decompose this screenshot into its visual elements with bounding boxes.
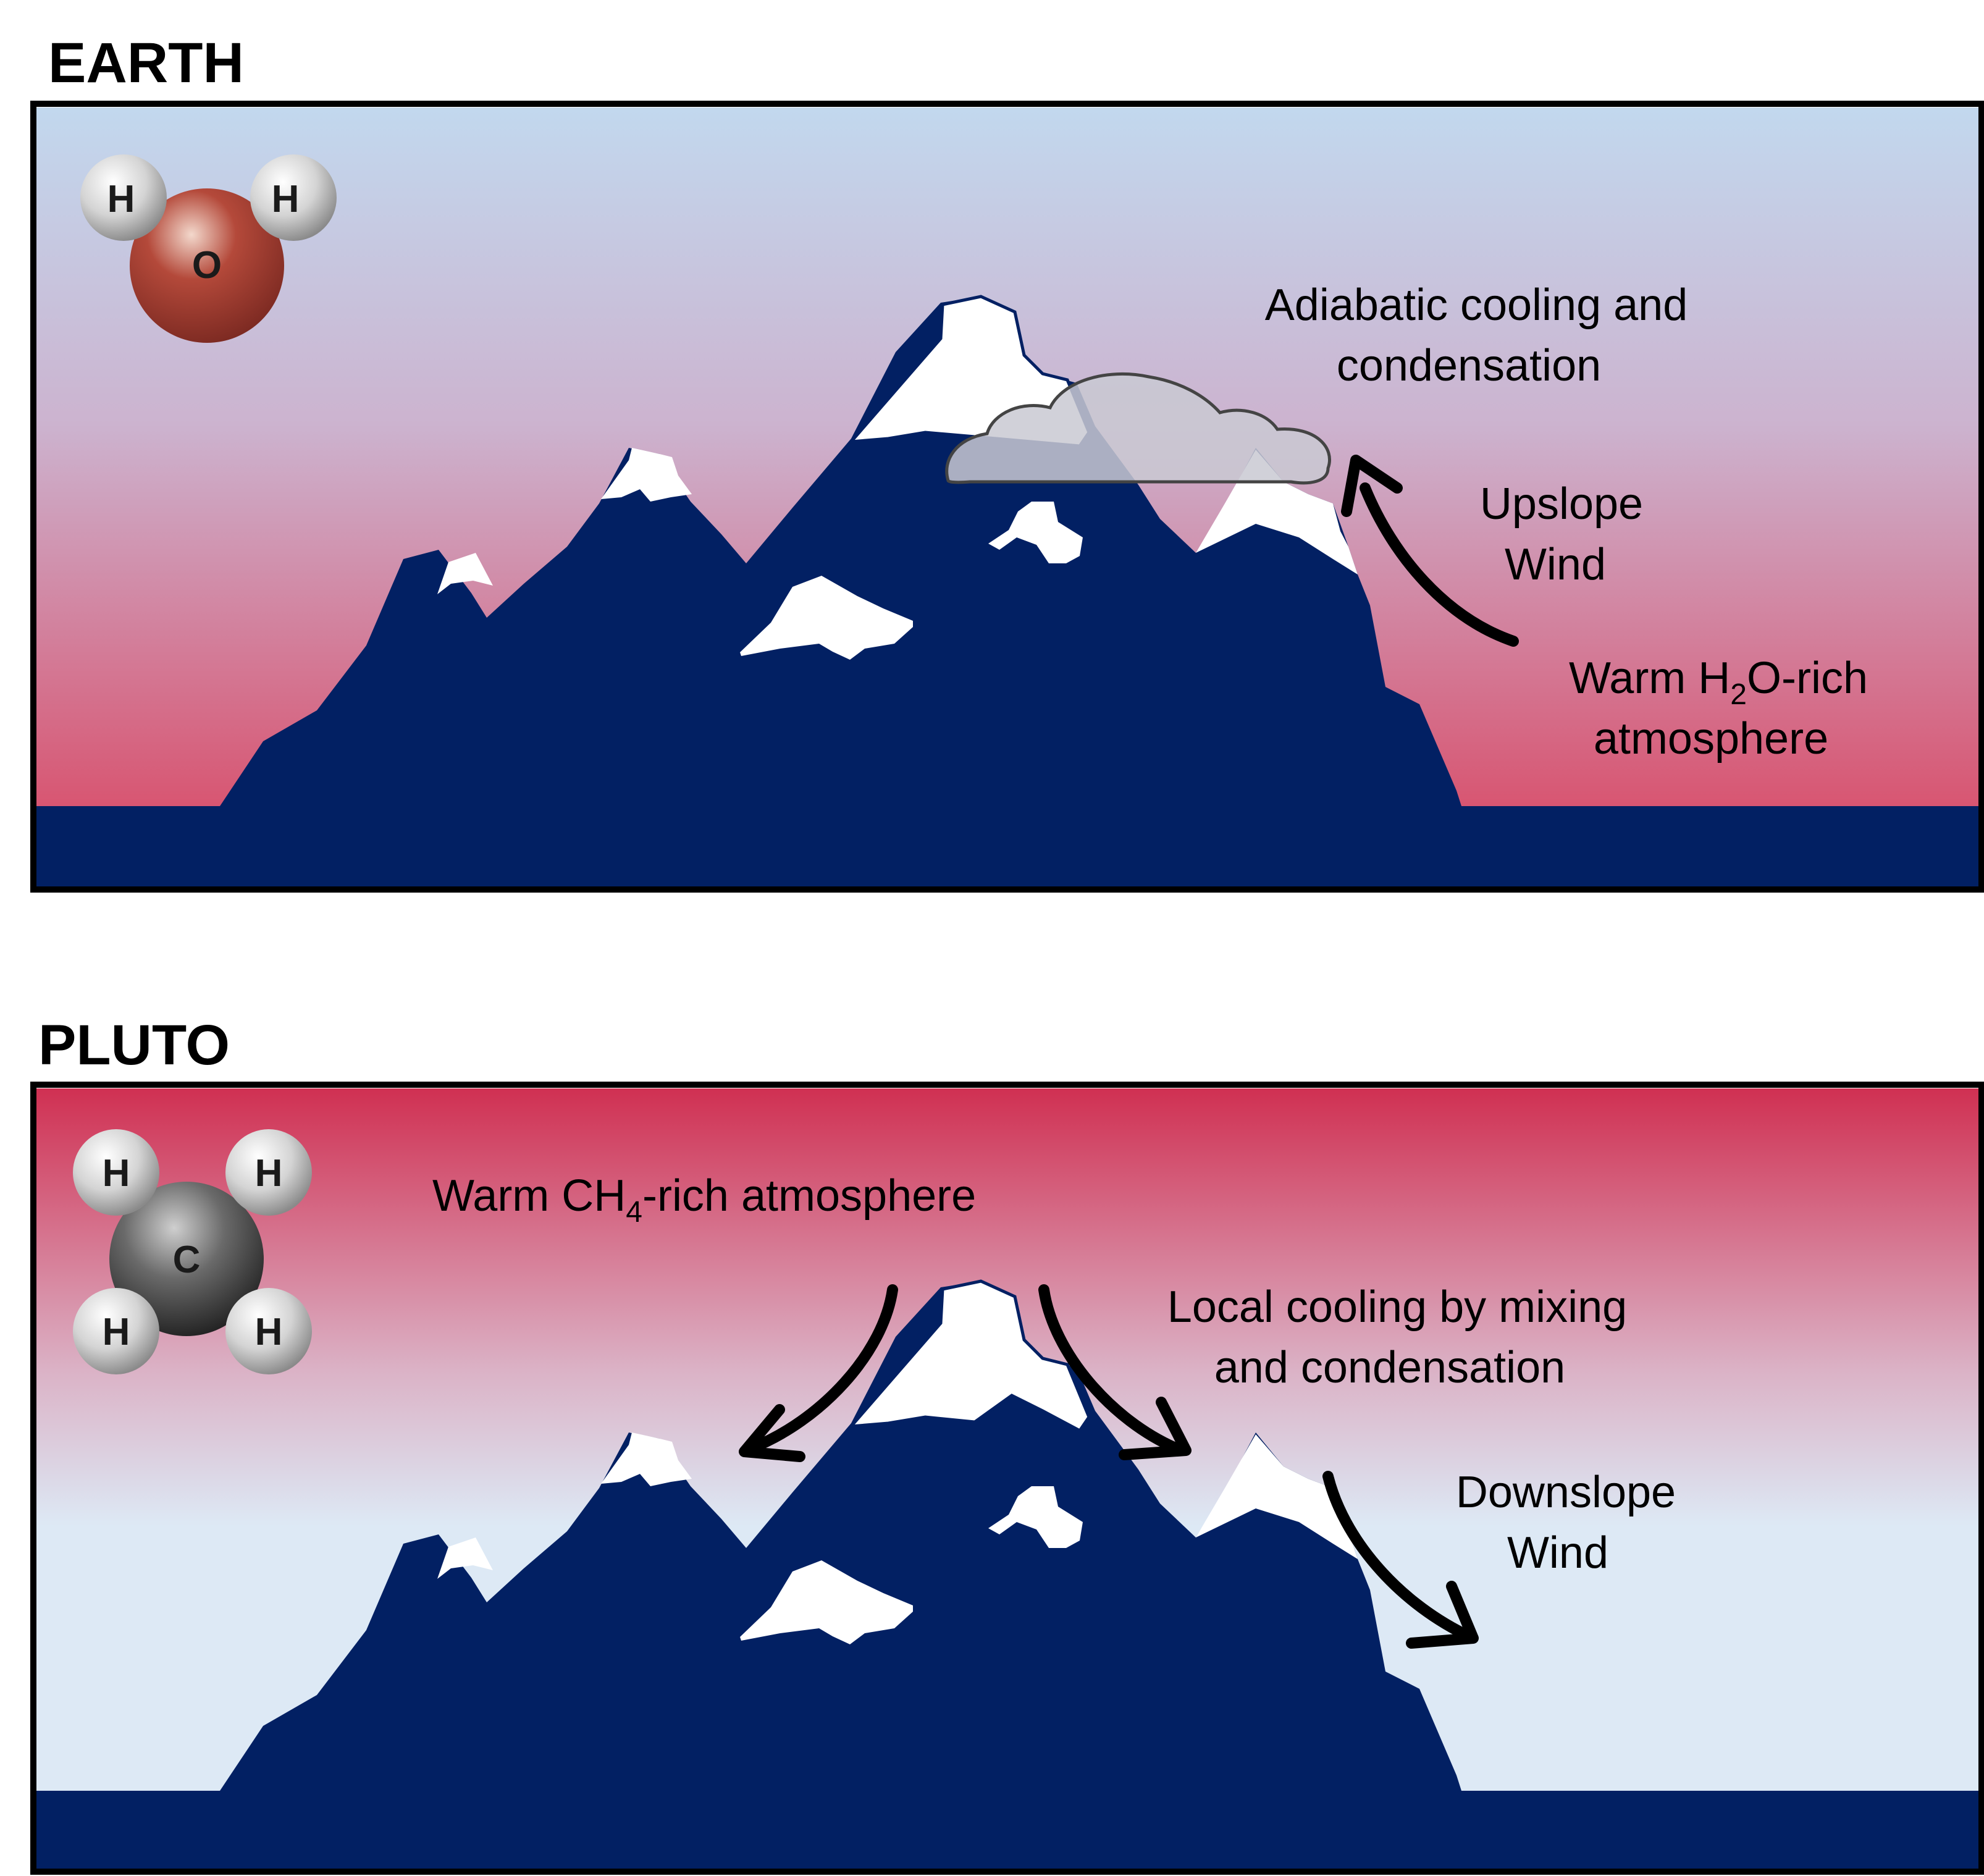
earth-panel-title: EARTH (48, 32, 244, 95)
earth-snow-patch-large (740, 576, 913, 660)
adiabatic-label-line2: condensation (1337, 341, 1601, 390)
pluto-frame (30, 1082, 1984, 1875)
oxygen-label: O (192, 244, 222, 287)
pluto-warm-pre: Warm CH (432, 1171, 626, 1221)
methane-hydrogen-4 (225, 1288, 312, 1374)
upslope-label-line1: Upslope (1480, 479, 1643, 529)
earth-warm-label-line2: atmosphere (1594, 714, 1828, 763)
pluto-panel-title: PLUTO (38, 1014, 230, 1077)
earth-warm-label-line1: Warm H2O-rich (1569, 654, 1868, 711)
pluto-panel: C H H H H Warm CH4-rich atmosphere Local… (30, 1082, 1984, 1875)
adiabatic-label-line1: Adiabatic cooling and (1265, 280, 1688, 330)
pluto-mountains (36, 1279, 1980, 1872)
pluto-snow-patch-large (740, 1560, 913, 1644)
pluto-warm-sub: 4 (626, 1196, 642, 1229)
pluto-warm-label: Warm CH4-rich atmosphere (432, 1171, 976, 1229)
oxygen-atom (130, 188, 284, 343)
earth-right-snow (1196, 450, 1358, 574)
pluto-warm-post: -rich atmosphere (642, 1171, 976, 1221)
earth-warm-sub: 2 (1730, 678, 1747, 711)
earth-mountains (36, 295, 1980, 887)
water-molecule: O H H (80, 154, 337, 343)
methane-hydrogen-1 (73, 1129, 159, 1216)
earth-left-snow (437, 553, 493, 594)
local-cooling-label-line1: Local cooling by mixing (1167, 1282, 1627, 1332)
methane-hydrogen-2 (225, 1129, 312, 1216)
methane-hydrogen-3 (73, 1288, 159, 1374)
downslope-label-line1: Downslope (1456, 1468, 1676, 1517)
hydrogen-atom-2 (250, 154, 337, 241)
methane-hydrogen-label-1: H (103, 1152, 130, 1195)
pluto-snow-patch-small (988, 1486, 1083, 1548)
hydrogen-label-2: H (272, 178, 300, 221)
left-downslope-arrow (739, 1284, 898, 1462)
methane-hydrogen-label-3: H (103, 1311, 130, 1353)
carbon-label: C (173, 1239, 201, 1281)
earth-frame (30, 101, 1984, 893)
upslope-label-line2: Wind (1505, 540, 1606, 589)
earth-panel: O H H Adiabatic cooling and condensation… (30, 101, 1984, 893)
methane-hydrogen-label-4: H (255, 1311, 283, 1353)
hydrogen-label-1: H (107, 178, 135, 221)
earth-warm-post: O-rich (1747, 654, 1868, 703)
downslope-wind-arrow (1322, 1471, 1479, 1649)
hydrogen-atom-1 (80, 154, 167, 241)
local-cooling-label-line2: and condensation (1214, 1343, 1565, 1392)
pluto-mid-snow (601, 1432, 692, 1486)
methane-hydrogen-label-2: H (255, 1152, 283, 1195)
cloud (945, 372, 1331, 485)
right-downslope-arrow (1038, 1284, 1192, 1460)
downslope-label-line2: Wind (1507, 1528, 1608, 1578)
pluto-left-snow (437, 1537, 493, 1579)
pluto-main-peak-snow (847, 1279, 1091, 1433)
upslope-wind-arrow (1341, 455, 1519, 647)
carbon-atom (109, 1182, 264, 1336)
methane-molecule: C H H H H (73, 1129, 312, 1374)
earth-snow-patch-small (988, 502, 1083, 563)
earth-warm-pre: Warm H (1569, 654, 1730, 703)
earth-mid-snow (601, 448, 692, 502)
pluto-right-snow (1196, 1434, 1358, 1559)
